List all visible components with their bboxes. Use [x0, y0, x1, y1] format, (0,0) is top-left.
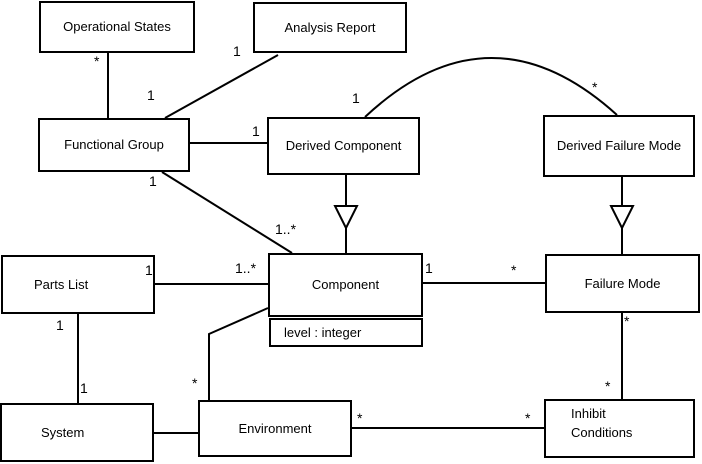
- multiplicity-label: 1: [145, 262, 153, 278]
- multiplicity-label: 1: [56, 317, 64, 333]
- class-name: Failure Mode: [584, 275, 661, 291]
- multiplicity-label: *: [605, 378, 611, 394]
- multiplicity-label: *: [192, 375, 198, 391]
- class-name: Derived Failure Mode: [556, 138, 682, 153]
- multiplicity-label: 1..*: [275, 221, 297, 237]
- class-name: Operational States: [63, 19, 171, 34]
- class-component-attribute-compartment: level : integer: [269, 318, 423, 347]
- multiplicity-label: 1: [252, 123, 260, 139]
- association-functional-group-component: [161, 171, 293, 254]
- class-operational-states: Operational States: [39, 1, 195, 53]
- class-name: Parts List: [34, 276, 89, 292]
- class-failure-mode: Failure Mode: [545, 254, 700, 313]
- class-inhibit-conditions: Inhibit Conditions: [544, 399, 695, 458]
- multiplicity-label: 1: [80, 380, 88, 396]
- class-component-name-compartment: Component: [268, 253, 423, 317]
- multiplicity-label: *: [357, 410, 363, 426]
- generalization-triangle-icon: [609, 205, 635, 231]
- class-name: Analysis Report: [284, 19, 376, 35]
- multiplicity-label: 1: [425, 260, 433, 276]
- multiplicity-label: *: [525, 410, 531, 426]
- multiplicity-label: 1: [233, 43, 241, 59]
- multiplicity-label: 1..*: [235, 260, 257, 276]
- class-functional-group: Functional Group: [38, 118, 190, 172]
- class-name: Component: [311, 277, 380, 292]
- class-derived-failure-mode: Derived Failure Mode: [543, 115, 695, 177]
- generalization-triangle-icon: [333, 205, 359, 231]
- association-arc-derived-component-derived-failure-mode: [364, 57, 618, 118]
- class-environment: Environment: [198, 400, 352, 457]
- class-attribute: level : integer: [284, 324, 362, 340]
- multiplicity-label: *: [624, 313, 630, 329]
- association-component-environment: [208, 307, 269, 400]
- multiplicity-label: 1: [147, 87, 155, 103]
- multiplicity-label: 1: [149, 173, 157, 189]
- association-analysis-report-functional-group: [164, 54, 279, 119]
- multiplicity-label: *: [592, 79, 598, 95]
- multiplicity-label: 1: [352, 90, 360, 106]
- class-name: Functional Group: [64, 137, 164, 152]
- class-derived-component: Derived Component: [267, 117, 420, 175]
- class-name: Derived Component: [285, 138, 402, 153]
- class-analysis-report: Analysis Report: [253, 2, 407, 53]
- class-system: System: [0, 403, 154, 462]
- class-name: Inhibit Conditions: [571, 406, 633, 440]
- multiplicity-label: *: [511, 262, 517, 278]
- multiplicity-label: *: [94, 53, 100, 69]
- class-name: Environment: [238, 420, 312, 436]
- class-parts-list: Parts List: [1, 255, 155, 314]
- class-name: System: [41, 424, 85, 440]
